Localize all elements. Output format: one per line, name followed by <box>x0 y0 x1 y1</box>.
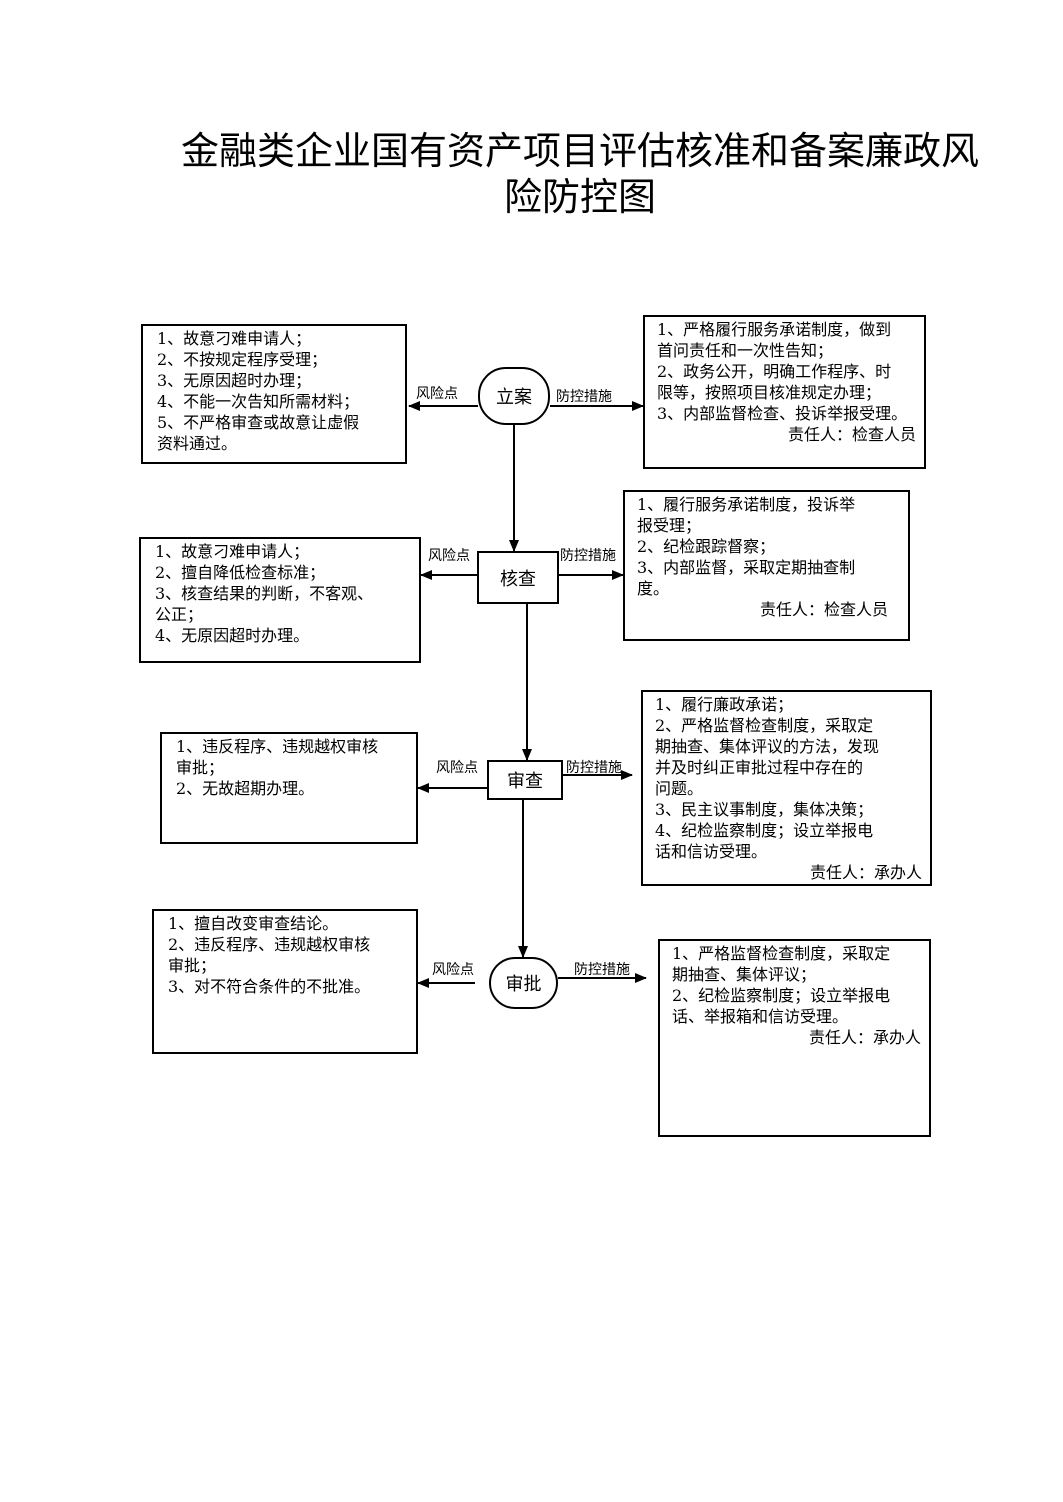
control-line: 4、纪检监察制度；设立举报电 <box>655 821 874 840</box>
risk-box-4: 1、擅自改变审查结论。 2、违反程序、违规越权审核 审批； 3、对不符合条件的不… <box>152 909 418 1054</box>
risk-box-2: 1、故意刁难申请人； 2、擅自降低检查标准； 3、核查结果的判断，不客观、 公正… <box>139 537 421 663</box>
responsible-person: 责任人：承办人 <box>808 1028 921 1047</box>
risk-line: 公正； <box>155 605 204 624</box>
risk-line: 2、不按规定程序受理； <box>157 350 328 369</box>
risk-line: 审批； <box>168 956 217 975</box>
control-line: 2、政务公开，明确工作程序、时 <box>657 362 892 381</box>
control-line: 2、纪检监察制度；设立举报电 <box>672 986 891 1005</box>
responsible-person: 责任人：检查人员 <box>759 600 888 619</box>
control-box-1: 1、严格履行服务承诺制度，做到 首问责任和一次性告知； 2、政务公开，明确工作程… <box>643 315 926 469</box>
risk-line: 3、核查结果的判断，不客观、 <box>155 584 374 603</box>
title-line-1: 金融类企业国有资产项目评估核准和备案廉政风 <box>180 129 979 173</box>
risk-line: 5、不严格审查或故意让虚假 <box>157 413 360 432</box>
control-line: 限等，按照项目核准规定办理； <box>657 383 882 402</box>
risk-line: 1、擅自改变审查结论。 <box>168 914 339 933</box>
risk-line: 3、对不符合条件的不批准。 <box>168 977 371 996</box>
control-line: 话、举报箱和信访受理。 <box>672 1007 849 1026</box>
control-line: 期抽查、集体评议； <box>672 965 817 984</box>
control-label-1: 防控措施 <box>556 389 612 405</box>
risk-label-1: 风险点 <box>416 386 458 402</box>
step-node-3: 审查 <box>487 760 563 800</box>
responsible-person: 责任人：检查人员 <box>787 425 916 444</box>
control-line: 1、严格监督检查制度，采取定 <box>672 944 891 963</box>
control-line: 1、履行廉政承诺； <box>655 695 794 714</box>
control-line: 1、严格履行服务承诺制度，做到 <box>657 320 892 339</box>
responsible-person: 责任人：承办人 <box>809 863 922 882</box>
control-line: 2、纪检跟踪督察； <box>637 537 776 556</box>
control-line: 度。 <box>637 579 670 598</box>
risk-label-4: 风险点 <box>432 962 474 978</box>
risk-line: 2、违反程序、违规越权审核 <box>168 935 371 954</box>
control-line: 3、内部监督检查、投诉举报受理。 <box>657 404 908 423</box>
risk-line: 2、擅自降低检查标准； <box>155 563 326 582</box>
control-line: 报受理； <box>637 516 702 535</box>
control-line: 问题。 <box>655 779 704 798</box>
control-box-3: 1、履行廉政承诺； 2、严格监督检查制度，采取定 期抽查、集体评议的方法，发现 … <box>641 690 932 886</box>
control-box-4: 1、严格监督检查制度，采取定 期抽查、集体评议； 2、纪检监察制度；设立举报电 … <box>658 939 931 1137</box>
risk-box-1: 1、故意刁难申请人； 2、不按规定程序受理； 3、无原因超时办理； 4、不能一次… <box>141 324 407 464</box>
risk-label-2: 风险点 <box>428 548 470 564</box>
risk-line: 审批； <box>176 758 225 777</box>
risk-line: 1、违反程序、违规越权审核 <box>176 737 379 756</box>
risk-box-3: 1、违反程序、违规越权审核 审批； 2、无故超期办理。 <box>160 732 418 844</box>
risk-line: 4、不能一次告知所需材料； <box>157 392 360 411</box>
risk-line: 4、无原因超时办理。 <box>155 626 310 645</box>
page-title: 金融类企业国有资产项目评估核准和备案廉政风 险防控图 <box>150 128 1010 220</box>
risk-line: 2、无故超期办理。 <box>176 779 315 798</box>
control-line: 3、内部监督，采取定期抽查制 <box>637 558 856 577</box>
step-node-2: 核查 <box>477 551 559 604</box>
step-node-4: 审批 <box>489 957 558 1009</box>
control-box-2: 1、履行服务承诺制度，投诉举 报受理； 2、纪检跟踪督察； 3、内部监督，采取定… <box>623 490 910 641</box>
risk-label-3: 风险点 <box>436 760 478 776</box>
control-line: 期抽查、集体评议的方法，发现 <box>655 737 880 756</box>
control-label-4: 防控措施 <box>574 962 630 978</box>
risk-line: 1、故意刁难申请人； <box>157 329 312 348</box>
risk-line: 1、故意刁难申请人； <box>155 542 310 561</box>
risk-line: 3、无原因超时办理； <box>157 371 312 390</box>
control-line: 1、履行服务承诺制度，投诉举 <box>637 495 856 514</box>
control-line: 并及时纠正审批过程中存在的 <box>655 758 864 777</box>
control-line: 首问责任和一次性告知； <box>657 341 834 360</box>
control-line: 3、民主议事制度，集体决策； <box>655 800 874 819</box>
control-label-2: 防控措施 <box>560 548 616 564</box>
risk-line: 资料通过。 <box>157 434 238 453</box>
control-line: 2、严格监督检查制度，采取定 <box>655 716 874 735</box>
step-node-1: 立案 <box>478 367 550 425</box>
control-line: 话和信访受理。 <box>655 842 768 861</box>
control-label-3: 防控措施 <box>566 760 622 776</box>
title-line-2: 险防控图 <box>503 175 656 219</box>
